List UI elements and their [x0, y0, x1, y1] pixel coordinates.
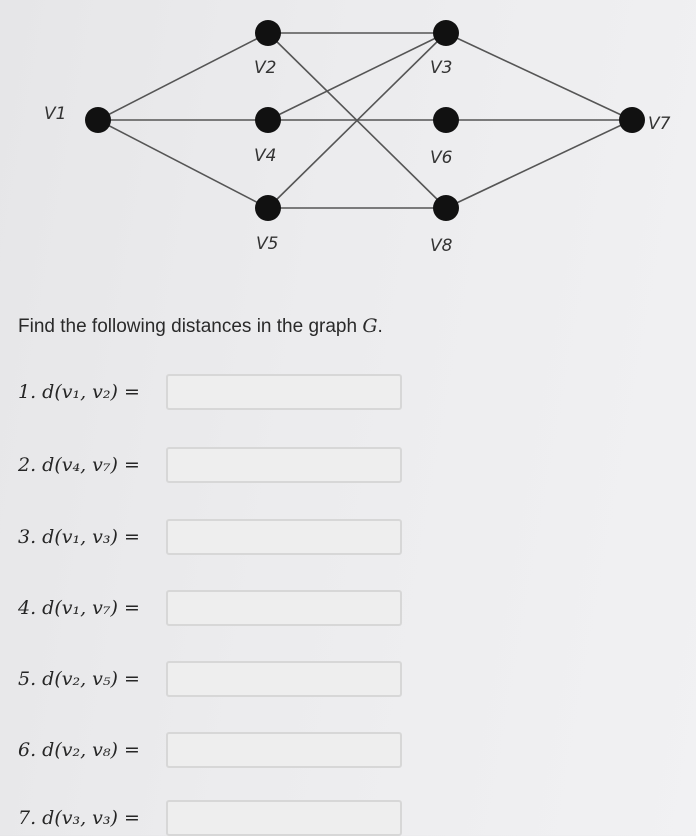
question-label-5: 5. d(v₂, v₅) = — [18, 668, 140, 690]
edge-v5-v3 — [267, 32, 447, 209]
vertex-label-v4: V4 — [254, 146, 277, 166]
instructions-text: Find the following distances in the grap… — [18, 315, 383, 338]
answer-input-6[interactable] — [166, 732, 402, 768]
graph-name: G — [362, 315, 378, 337]
question-label-4: 4. d(v₁, v₇) = — [18, 597, 140, 619]
edge-v4-v3 — [267, 32, 447, 121]
answer-input-3[interactable] — [166, 519, 402, 555]
question-label-7: 7. d(v₃, v₃) = — [18, 807, 140, 829]
answer-input-2[interactable] — [166, 447, 402, 483]
vertex-v5 — [255, 195, 281, 221]
instructions-period: . — [377, 316, 383, 337]
vertex-v8 — [433, 195, 459, 221]
instructions-main: Find the following distances in the grap… — [18, 316, 363, 337]
edge-v8-v7 — [445, 119, 633, 209]
edge-v1-v2 — [97, 32, 269, 121]
vertex-v1 — [85, 107, 111, 133]
vertex-label-v3: V3 — [430, 58, 453, 78]
vertex-label-v1: V1 — [44, 104, 67, 124]
edge-v1-v5 — [97, 119, 269, 209]
edge-v3-v7 — [445, 32, 633, 121]
answer-input-7[interactable] — [166, 800, 402, 836]
question-label-3: 3. d(v₁, v₃) = — [18, 526, 140, 548]
answer-input-1[interactable] — [166, 374, 402, 410]
vertex-v6 — [433, 107, 459, 133]
vertex-v4 — [255, 107, 281, 133]
vertex-label-v8: V8 — [430, 236, 453, 256]
vertex-label-v7: V7 — [648, 114, 671, 134]
answer-input-4[interactable] — [166, 590, 402, 626]
question-label-6: 6. d(v₂, v₈) = — [18, 739, 140, 761]
vertex-v7 — [619, 107, 645, 133]
graph-diagram — [85, 20, 645, 221]
vertex-label-v6: V6 — [430, 148, 453, 168]
vertex-v2 — [255, 20, 281, 46]
answer-input-5[interactable] — [166, 661, 402, 697]
question-label-1: 1. d(v₁, v₂) = — [18, 381, 140, 403]
vertex-label-v5: V5 — [256, 234, 279, 254]
vertex-label-v2: V2 — [254, 58, 277, 78]
vertex-v3 — [433, 20, 459, 46]
question-label-2: 2. d(v₄, v₇) = — [18, 454, 140, 476]
